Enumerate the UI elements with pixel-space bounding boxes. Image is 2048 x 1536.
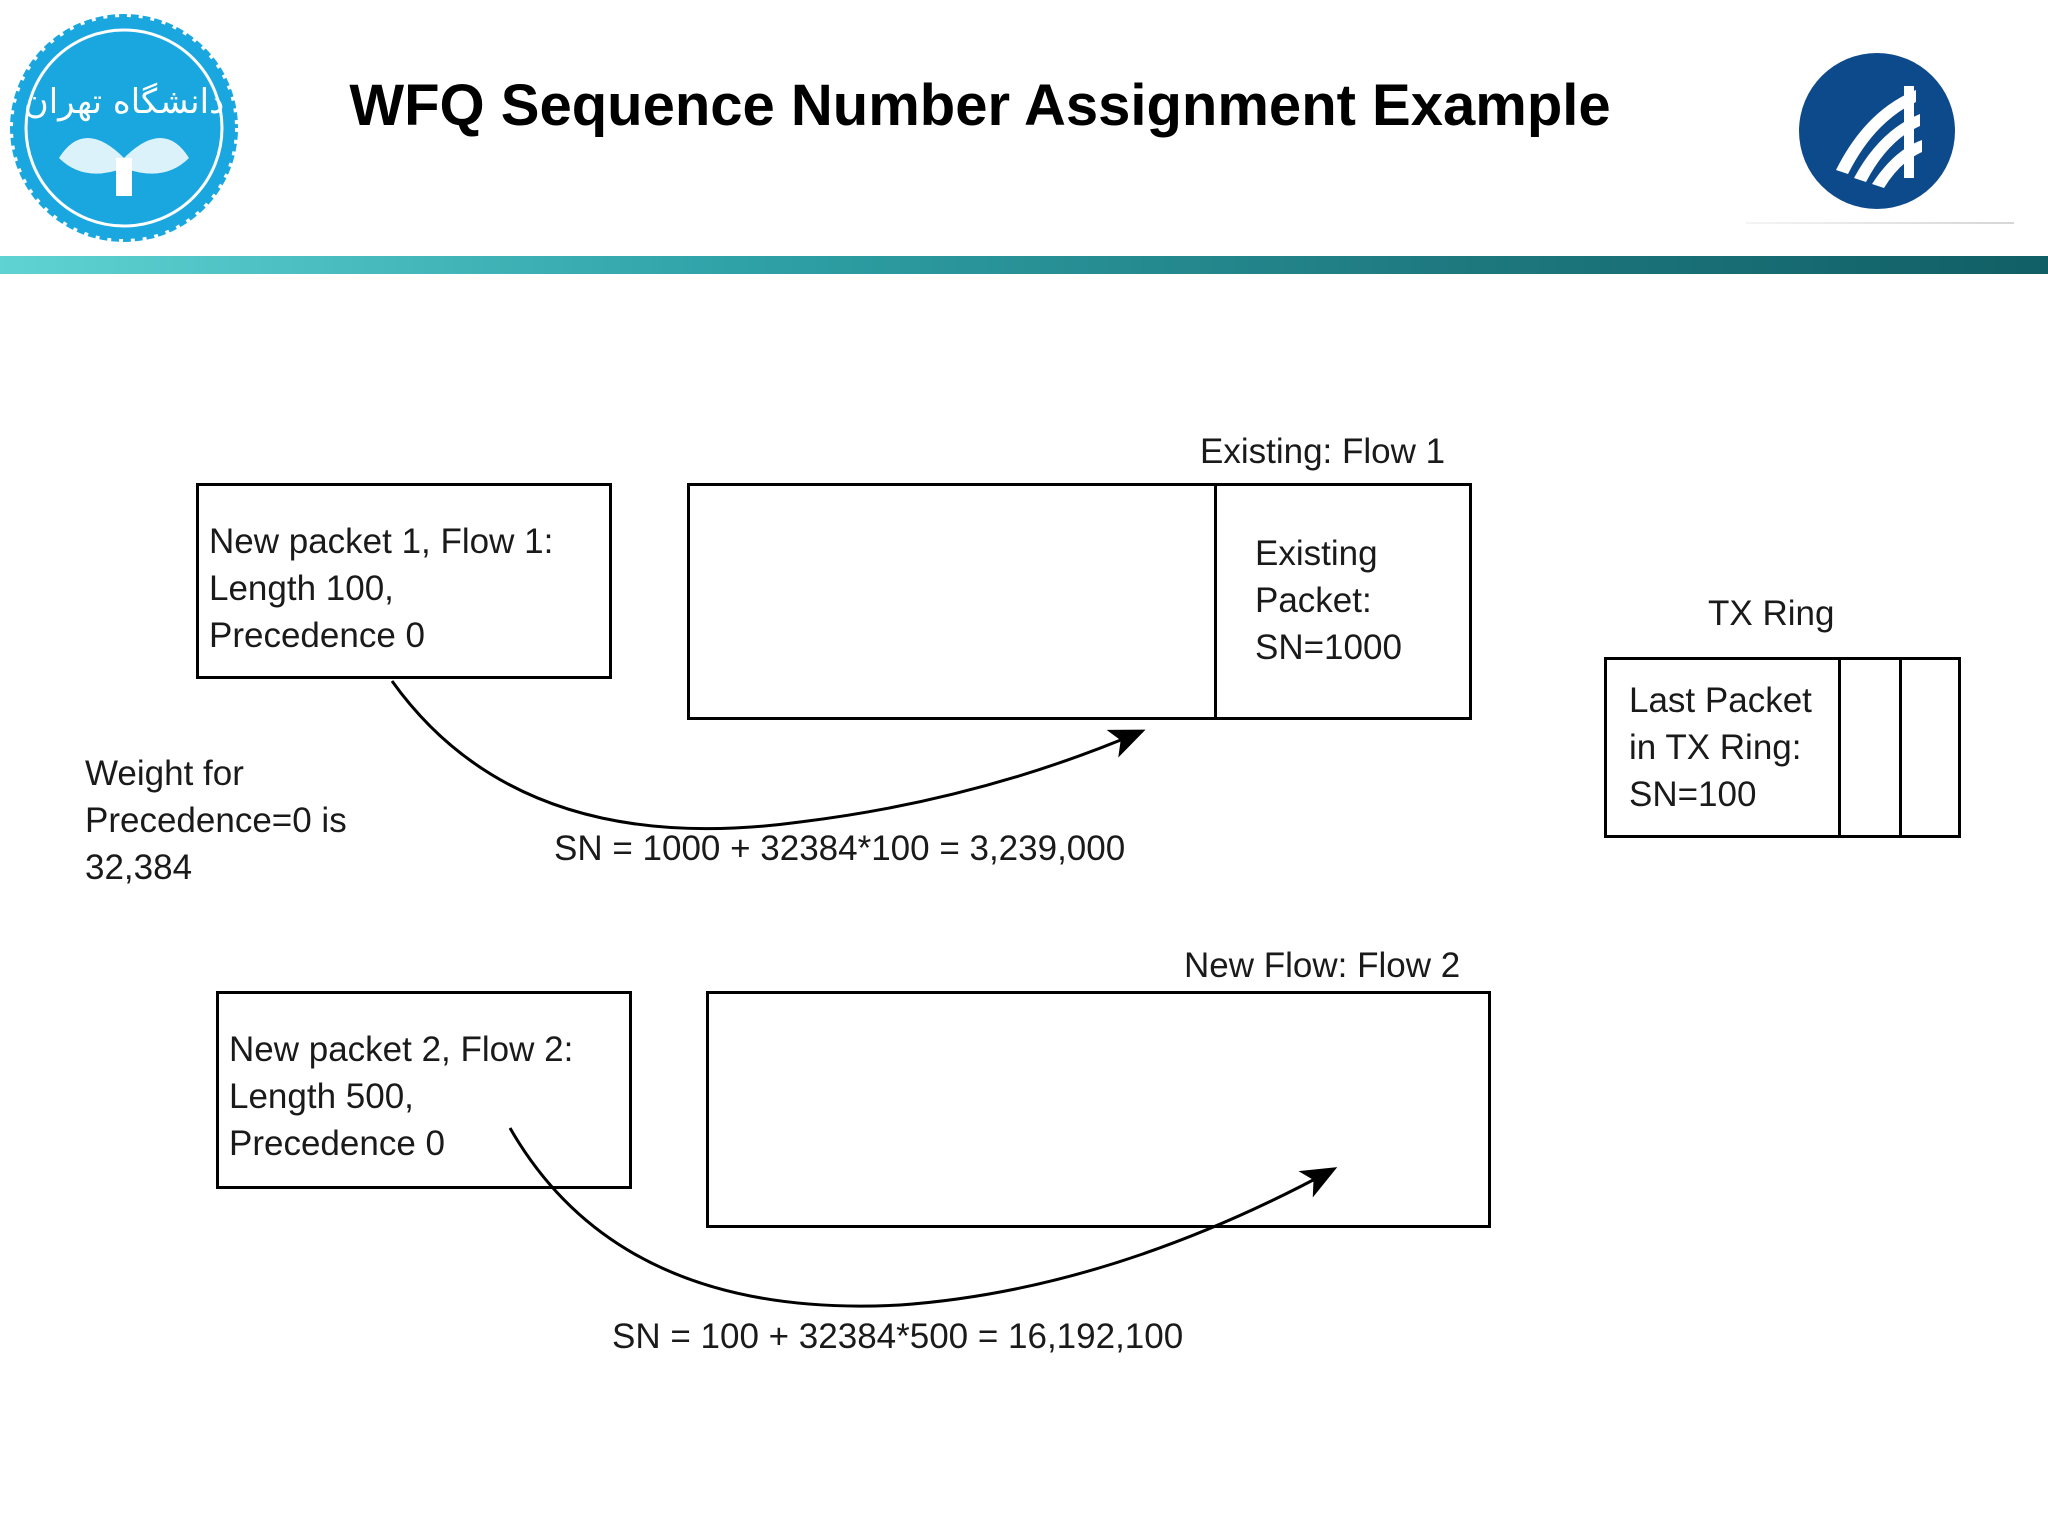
new-packet-1-box: New packet 1, Flow 1: Length 100, Preced… <box>196 483 612 679</box>
flow2-queue <box>706 991 1491 1228</box>
existing-packet-line-2: Packet: <box>1255 581 1372 620</box>
flow1-queue-divider <box>1214 483 1217 720</box>
tx-ring-divider-1 <box>1838 657 1841 838</box>
new-packet-1-line-2: Length 100, <box>209 569 394 608</box>
header-rule <box>1746 222 2014 224</box>
existing-packet-line-3: SN=1000 <box>1255 628 1402 667</box>
header-bar <box>0 256 2048 274</box>
arrow-packet-2-to-flow2 <box>508 1127 1338 1308</box>
arrow-packet-1-to-flow1 <box>390 680 1146 831</box>
flow2-queue-label: New Flow: Flow 2 <box>1184 946 1461 985</box>
svg-text:دانشگاه تهران: دانشگاه تهران <box>24 82 224 122</box>
flow1-queue <box>687 483 1472 720</box>
new-packet-1-line-3: Precedence 0 <box>209 616 425 655</box>
tx-ring-packet-line-2: in TX Ring: <box>1629 728 1802 767</box>
weight-note-line-1: Weight for <box>85 754 244 793</box>
weight-note-line-3: 32,384 <box>85 848 193 887</box>
institute-logo <box>1796 50 1958 212</box>
formula-1: SN = 1000 + 32384*100 = 3,239,000 <box>554 829 1126 868</box>
weight-note-line-2: Precedence=0 is <box>85 801 347 840</box>
tx-ring-label: TX Ring <box>1708 594 1835 633</box>
formula-2: SN = 100 + 32384*500 = 16,192,100 <box>612 1317 1184 1356</box>
new-packet-2-line-3: Precedence 0 <box>229 1124 445 1163</box>
new-packet-1-line-1: New packet 1, Flow 1: <box>209 522 554 561</box>
existing-packet-line-1: Existing <box>1255 534 1378 573</box>
new-packet-2-line-1: New packet 2, Flow 2: <box>229 1030 574 1069</box>
university-of-tehran-logo: دانشگاه تهران <box>4 8 244 248</box>
slide-title: WFQ Sequence Number Assignment Example <box>349 73 1611 138</box>
new-packet-2-box: New packet 2, Flow 2: Length 500, Preced… <box>216 991 632 1189</box>
tx-ring-divider-2 <box>1899 657 1902 838</box>
tx-ring-packet-line-1: Last Packet <box>1629 681 1812 720</box>
new-packet-2-line-2: Length 500, <box>229 1077 414 1116</box>
tx-ring-packet-line-3: SN=100 <box>1629 775 1757 814</box>
flow1-queue-label: Existing: Flow 1 <box>1200 432 1446 471</box>
